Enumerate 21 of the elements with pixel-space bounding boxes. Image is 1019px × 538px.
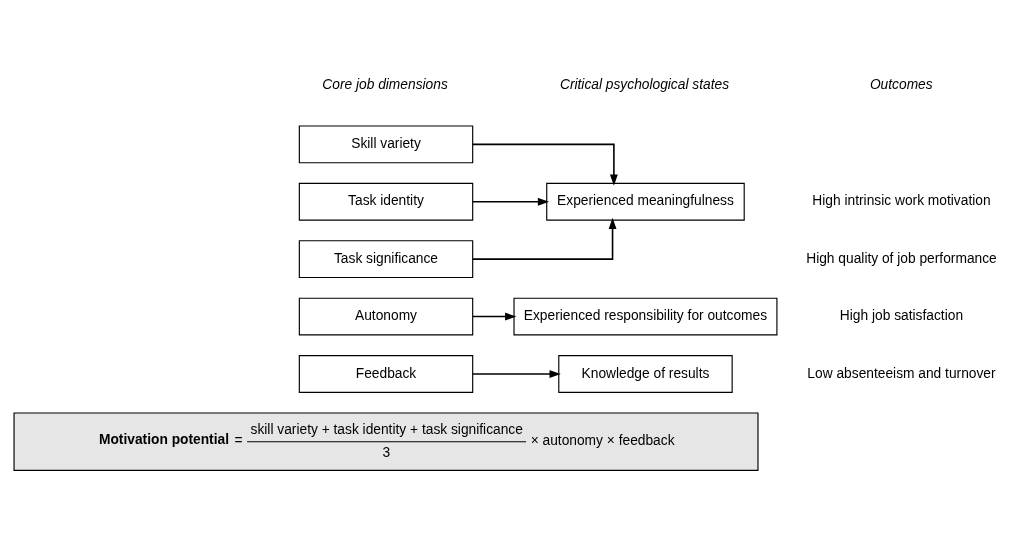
node-box: Skill variety bbox=[298, 124, 473, 163]
arrow bbox=[471, 197, 549, 206]
label: Core job dimensions bbox=[321, 76, 448, 92]
node-box: Task significance bbox=[298, 239, 473, 278]
node-box: Knowledge of results bbox=[557, 354, 733, 393]
label: Critical psychological states bbox=[559, 76, 729, 92]
node-box: Motivation potential = skill variety + task identity + task significance × autonomy × feedback 3 bbox=[12, 411, 759, 471]
node-box: Experienced meaningfulness bbox=[545, 182, 745, 221]
label: Outcomes bbox=[869, 76, 933, 92]
node-box: Autonomy bbox=[298, 297, 473, 335]
node-box: Feedback bbox=[298, 354, 473, 393]
arrow bbox=[471, 217, 616, 260]
label: High quality of job performance bbox=[805, 250, 997, 266]
label: High intrinsic work motivation bbox=[811, 192, 991, 208]
arrow bbox=[471, 143, 618, 186]
label: Low absenteeism and turnover bbox=[806, 365, 996, 381]
arrow bbox=[471, 312, 516, 320]
node-box: Experienced responsibility for outcomes bbox=[512, 297, 777, 335]
node-box: Task identity bbox=[298, 182, 473, 221]
arrow bbox=[471, 369, 561, 378]
label: High job satisfaction bbox=[839, 307, 963, 323]
